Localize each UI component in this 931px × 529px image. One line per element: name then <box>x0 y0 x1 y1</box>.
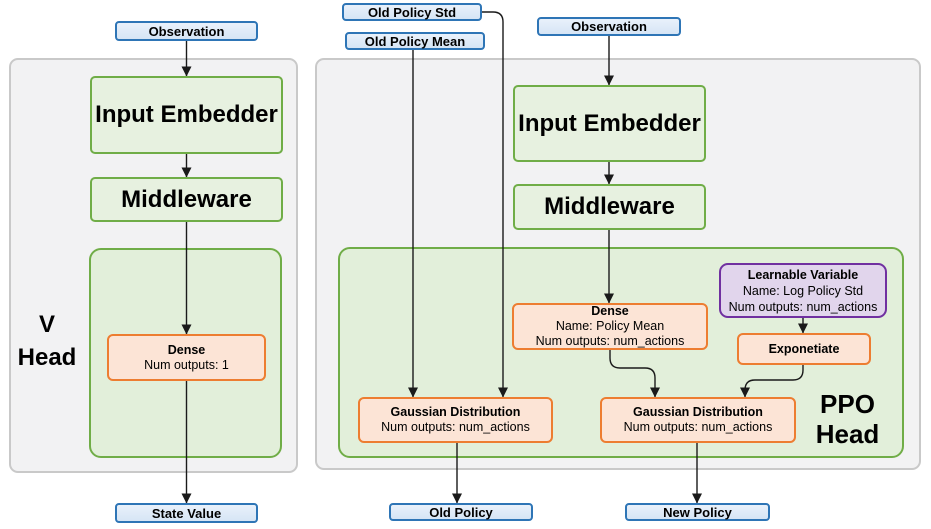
middleware-label-v: Middleware <box>121 185 252 213</box>
new-policy-label: New Policy <box>663 504 732 520</box>
old-policy-std-node: Old Policy Std <box>342 3 482 21</box>
input-embedder-label-v: Input Embedder <box>95 101 278 128</box>
dense-outputs-v: Num outputs: 1 <box>144 357 229 372</box>
old-policy-std-label: Old Policy Std <box>367 4 457 20</box>
old-policy-node: Old Policy <box>389 503 533 521</box>
gaussian-new-title: Gaussian Distribution <box>633 405 763 419</box>
dense-policy-mean-node: Dense Name: Policy Mean Num outputs: num… <box>512 303 708 350</box>
observation-label-ppo: Observation <box>571 19 647 34</box>
new-policy-node: New Policy <box>625 503 770 521</box>
dense-title-ppo: Dense <box>591 304 629 318</box>
state-value-node: State Value <box>115 503 258 523</box>
middleware-node-v: Middleware <box>90 177 283 222</box>
middleware-node-ppo: Middleware <box>513 184 706 230</box>
learnable-variable-node: Learnable Variable Name: Log Policy Std … <box>719 263 887 318</box>
ppo-head-label: PPO Head <box>815 389 880 449</box>
observation-label-v: Observation <box>148 23 225 39</box>
old-policy-label: Old Policy <box>429 504 493 520</box>
exponetiate-node: Exponetiate <box>737 333 871 365</box>
input-embedder-node-ppo: Input Embedder <box>513 85 706 162</box>
old-policy-mean-node: Old Policy Mean <box>345 32 485 50</box>
dense-node-v: Dense Num outputs: 1 <box>107 334 266 381</box>
gaussian-new-outputs: Num outputs: num_actions <box>623 420 773 434</box>
learnable-variable-name: Name: Log Policy Std <box>742 283 864 298</box>
v-head-label: V Head <box>17 311 77 371</box>
gaussian-old-outputs: Num outputs: num_actions <box>381 420 530 434</box>
dense-name-ppo: Name: Policy Mean <box>555 319 665 333</box>
learnable-variable-title: Learnable Variable <box>747 267 859 282</box>
input-embedder-label-ppo: Input Embedder <box>518 109 701 137</box>
old-policy-mean-label: Old Policy Mean <box>364 33 466 49</box>
dense-title-v: Dense <box>167 342 206 357</box>
observation-node-ppo: Observation <box>537 17 681 36</box>
observation-node-v: Observation <box>115 21 258 41</box>
exponetiate-label: Exponetiate <box>768 341 840 356</box>
state-value-label: State Value <box>151 505 222 521</box>
middleware-label-ppo: Middleware <box>544 193 675 220</box>
gaussian-distribution-new-node: Gaussian Distribution Num outputs: num_a… <box>600 397 796 443</box>
learnable-variable-outputs: Num outputs: num_actions <box>728 299 878 314</box>
gaussian-distribution-old-node: Gaussian Distribution Num outputs: num_a… <box>358 397 553 443</box>
gaussian-old-title: Gaussian Distribution <box>390 405 521 419</box>
input-embedder-node-v: Input Embedder <box>90 76 283 154</box>
dense-outputs-ppo: Num outputs: num_actions <box>535 334 685 348</box>
